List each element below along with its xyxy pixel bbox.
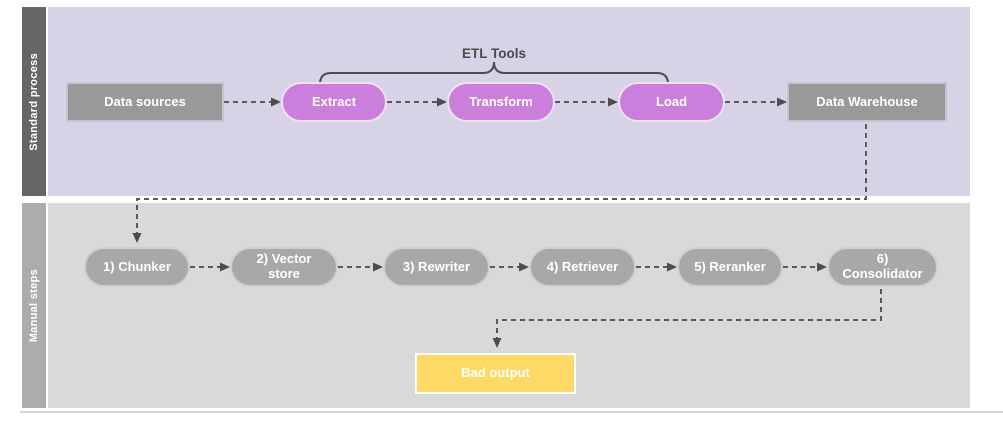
arrowhead bbox=[220, 262, 230, 272]
node-chunker: 1) Chunker bbox=[84, 247, 190, 287]
arrowhead bbox=[817, 262, 827, 272]
etl-tools-label: ETL Tools bbox=[462, 46, 526, 61]
etl-tools-brace bbox=[319, 61, 669, 85]
node-data-sources: Data sources bbox=[66, 82, 224, 122]
node-bad-output: Bad output bbox=[415, 353, 576, 394]
connector-warehouse-chunker bbox=[136, 124, 867, 233]
lane-standard-strip: Standard process bbox=[22, 7, 46, 196]
node-extract: Extract bbox=[281, 82, 387, 122]
node-consolidator: 6) Consolidator bbox=[827, 247, 938, 287]
connector-consolidator-badoutput bbox=[496, 289, 882, 338]
arrowhead bbox=[271, 97, 281, 107]
arrowhead bbox=[492, 338, 502, 348]
node-rewriter: 3) Rewriter bbox=[383, 247, 490, 287]
bottom-divider bbox=[20, 411, 1003, 413]
arrowhead bbox=[667, 262, 677, 272]
lane-manual-strip: Manual steps bbox=[22, 203, 46, 408]
node-transform: Transform bbox=[447, 82, 555, 122]
node-reranker: 5) Reranker bbox=[677, 247, 783, 287]
arrowhead bbox=[437, 97, 447, 107]
node-load: Load bbox=[618, 82, 725, 122]
node-data-warehouse: Data Warehouse bbox=[787, 82, 947, 122]
node-retriever: 4) Retriever bbox=[529, 247, 636, 287]
arrowhead bbox=[777, 97, 787, 107]
arrowhead bbox=[519, 262, 529, 272]
arrowhead bbox=[608, 97, 618, 107]
arrowhead bbox=[132, 233, 142, 243]
node-vector-store: 2) Vector store bbox=[230, 247, 338, 287]
arrowhead bbox=[373, 262, 383, 272]
